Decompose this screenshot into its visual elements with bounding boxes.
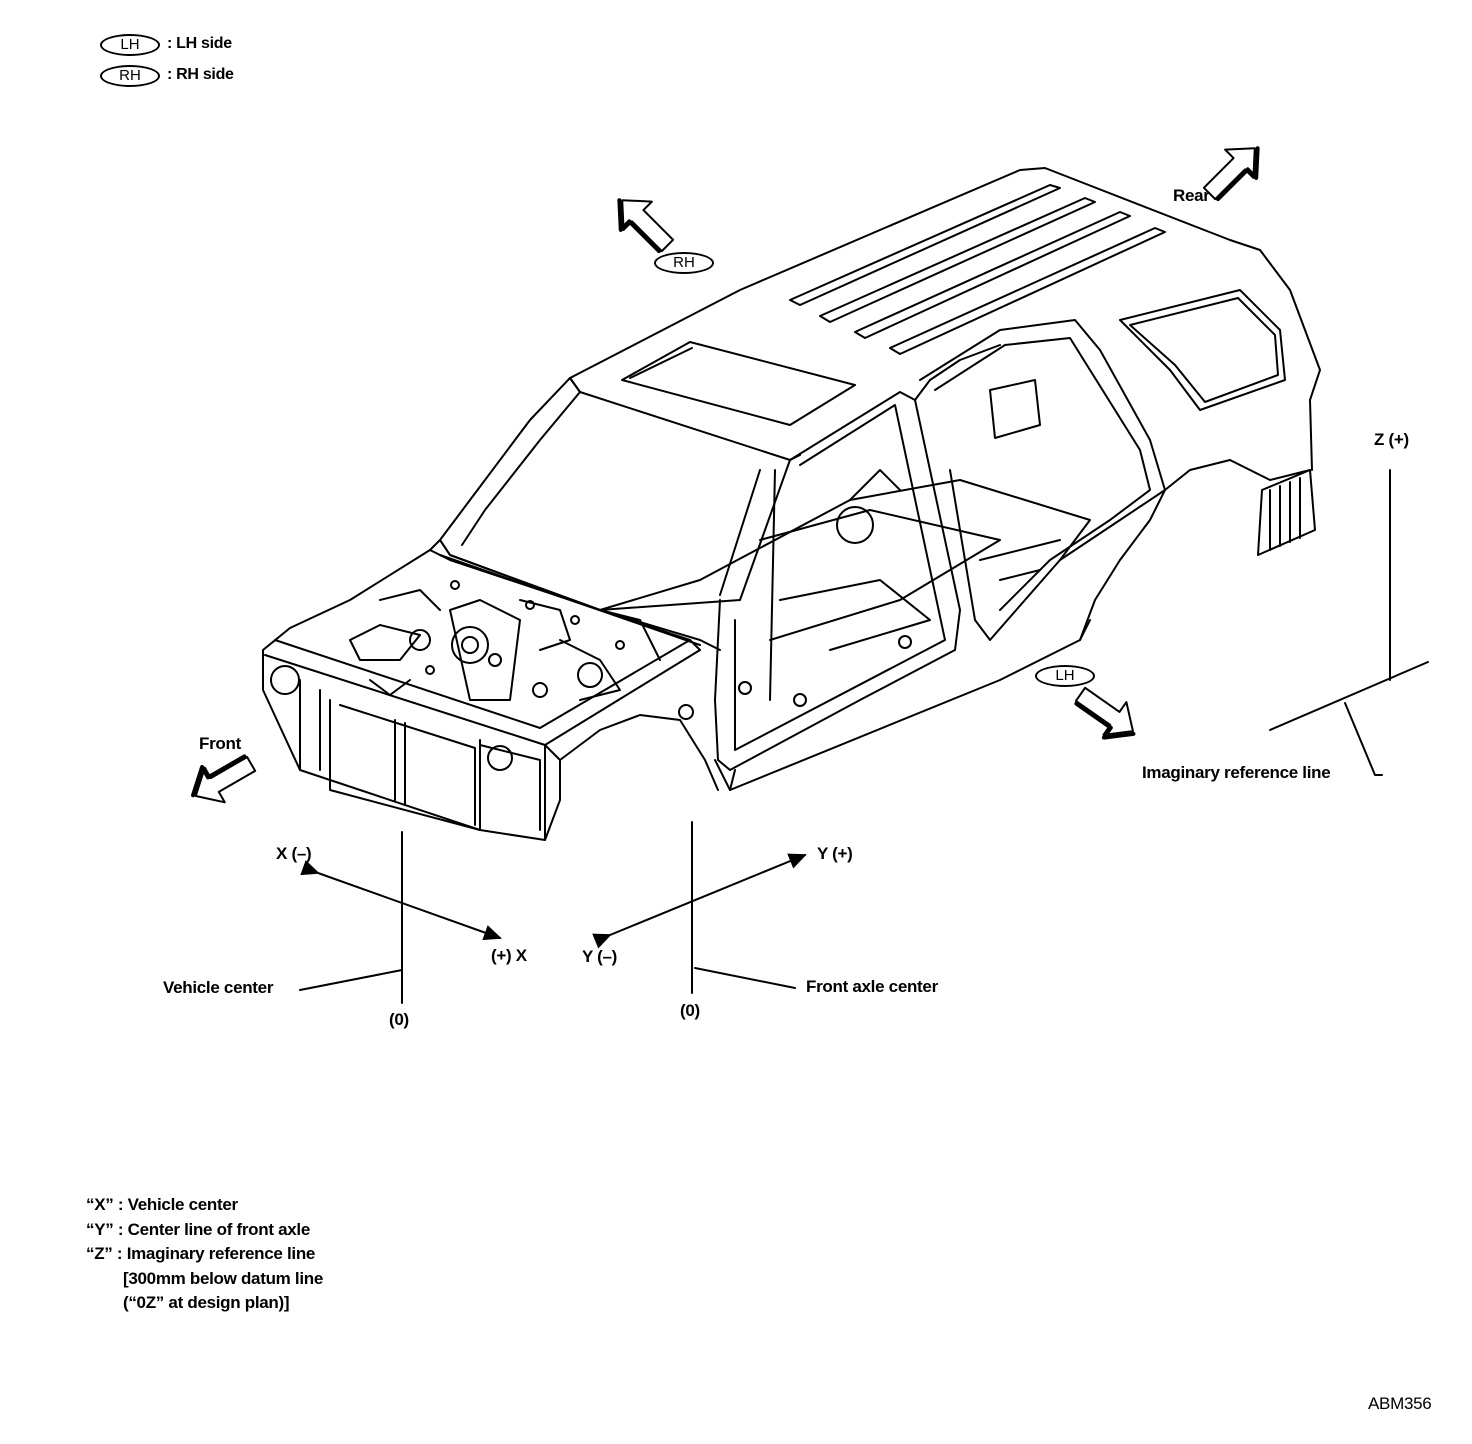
front-axle-center-label: Front axle center [806, 977, 938, 996]
note-z: “Z” : Imaginary reference line [86, 1244, 316, 1263]
front-axle-leader [694, 967, 796, 989]
imaginary-reference-leader [1344, 702, 1383, 776]
radiator-support [262, 649, 546, 841]
rear-wheel-arch [1164, 459, 1311, 491]
inner-panel [989, 379, 1041, 439]
z-plus-label: Z (+) [1374, 430, 1409, 449]
front-label: Front [199, 734, 241, 753]
vehicle-center-zero-label: (0) [389, 1010, 409, 1029]
lh-direction-badge: LH [1035, 665, 1095, 687]
imaginary-reference-label: Imaginary reference line [1142, 763, 1331, 782]
rh-direction-badge: RH [654, 252, 714, 274]
rear-vent [1257, 469, 1316, 556]
rh-legend-text: : RH side [167, 66, 234, 83]
imaginary-reference-line [1269, 661, 1429, 731]
sunroof-opening [621, 341, 856, 426]
strut-tower [451, 626, 489, 664]
b-pillar [914, 344, 1001, 401]
note-z-detail-1: [300mm below datum line [123, 1268, 323, 1288]
roof-rail-4 [889, 227, 1166, 355]
x-plus-label: (+) X [491, 946, 527, 965]
y-plus-label: Y (+) [817, 844, 853, 863]
note-z-detail-2: (“0Z” at design plan)] [123, 1293, 290, 1312]
vehicle-center-label: Vehicle center [163, 978, 274, 997]
roof-rail-3 [854, 211, 1131, 339]
left-headlamp-opening [270, 665, 300, 695]
roof-outline [569, 167, 1321, 471]
side-sill [714, 619, 1091, 791]
front-door-opening [714, 391, 961, 771]
lh-legend-text: : LH side [167, 35, 232, 52]
figure-id: ABM356 [1368, 1394, 1432, 1413]
rh-legend-badge: RH [100, 65, 160, 87]
y-axis-line [592, 853, 807, 949]
lh-legend-badge: LH [100, 34, 160, 56]
x-axis-line [300, 860, 502, 941]
engine-bay-outline [262, 539, 721, 651]
x-minus-label: X (–) [276, 844, 312, 863]
front-axle-zero-label: (0) [680, 1001, 700, 1020]
roof-rail-1 [789, 184, 1061, 306]
note-x: “X” : Vehicle center [86, 1195, 238, 1214]
vehicle-center-leader [299, 969, 403, 991]
floor-pan [599, 479, 1091, 611]
quarter-window [1119, 289, 1286, 411]
rear-label: Rear [1173, 186, 1210, 205]
note-y: “Y” : Center line of front axle [86, 1219, 311, 1239]
lh-arrow [1074, 686, 1136, 740]
rear-arrow [1202, 146, 1260, 202]
front-arrow [191, 754, 257, 804]
rh-arrow [617, 198, 675, 254]
y-minus-label: Y (–) [582, 947, 618, 966]
roof-rail-2 [819, 197, 1096, 323]
axis-notes: “X” : Vehicle center “Y” : Center line o… [86, 1193, 323, 1316]
